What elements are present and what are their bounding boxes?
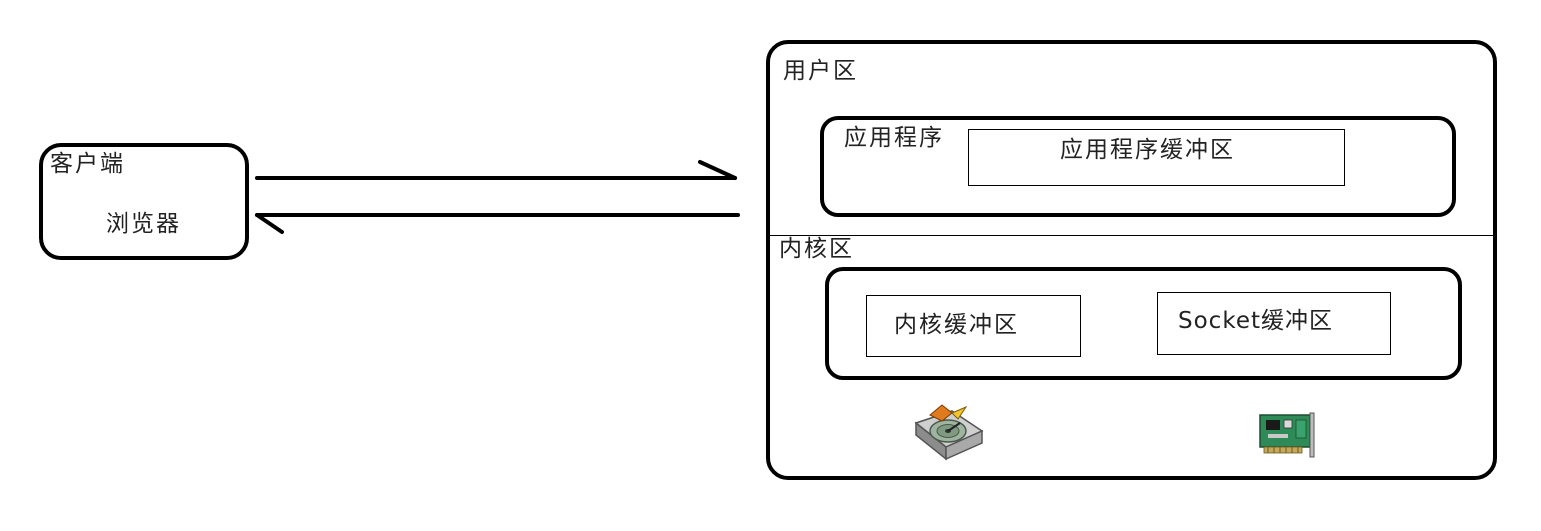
kernel-zone-title: 内核区 bbox=[779, 236, 854, 262]
app-buffer-label: 应用程序缓冲区 bbox=[1060, 137, 1235, 163]
response-arrow bbox=[255, 213, 740, 234]
browser-label: 浏览器 bbox=[106, 211, 181, 237]
socket-buffer-label: Socket缓冲区 bbox=[1178, 308, 1333, 334]
zone-divider bbox=[770, 235, 1494, 236]
hard-disk-icon bbox=[914, 404, 984, 461]
network-card-icon bbox=[1259, 412, 1315, 458]
kernel-buffer-box bbox=[866, 295, 1081, 357]
app-buffer-box bbox=[968, 129, 1345, 186]
client-box bbox=[39, 143, 249, 260]
application-label: 应用程序 bbox=[844, 125, 944, 151]
kernel-buffer-label: 内核缓冲区 bbox=[894, 312, 1019, 338]
socket-buffer-box bbox=[1157, 292, 1391, 355]
user-zone-title: 用户区 bbox=[783, 58, 858, 84]
request-arrow bbox=[255, 160, 737, 180]
server-box bbox=[766, 40, 1497, 480]
client-title: 客户端 bbox=[50, 151, 125, 177]
